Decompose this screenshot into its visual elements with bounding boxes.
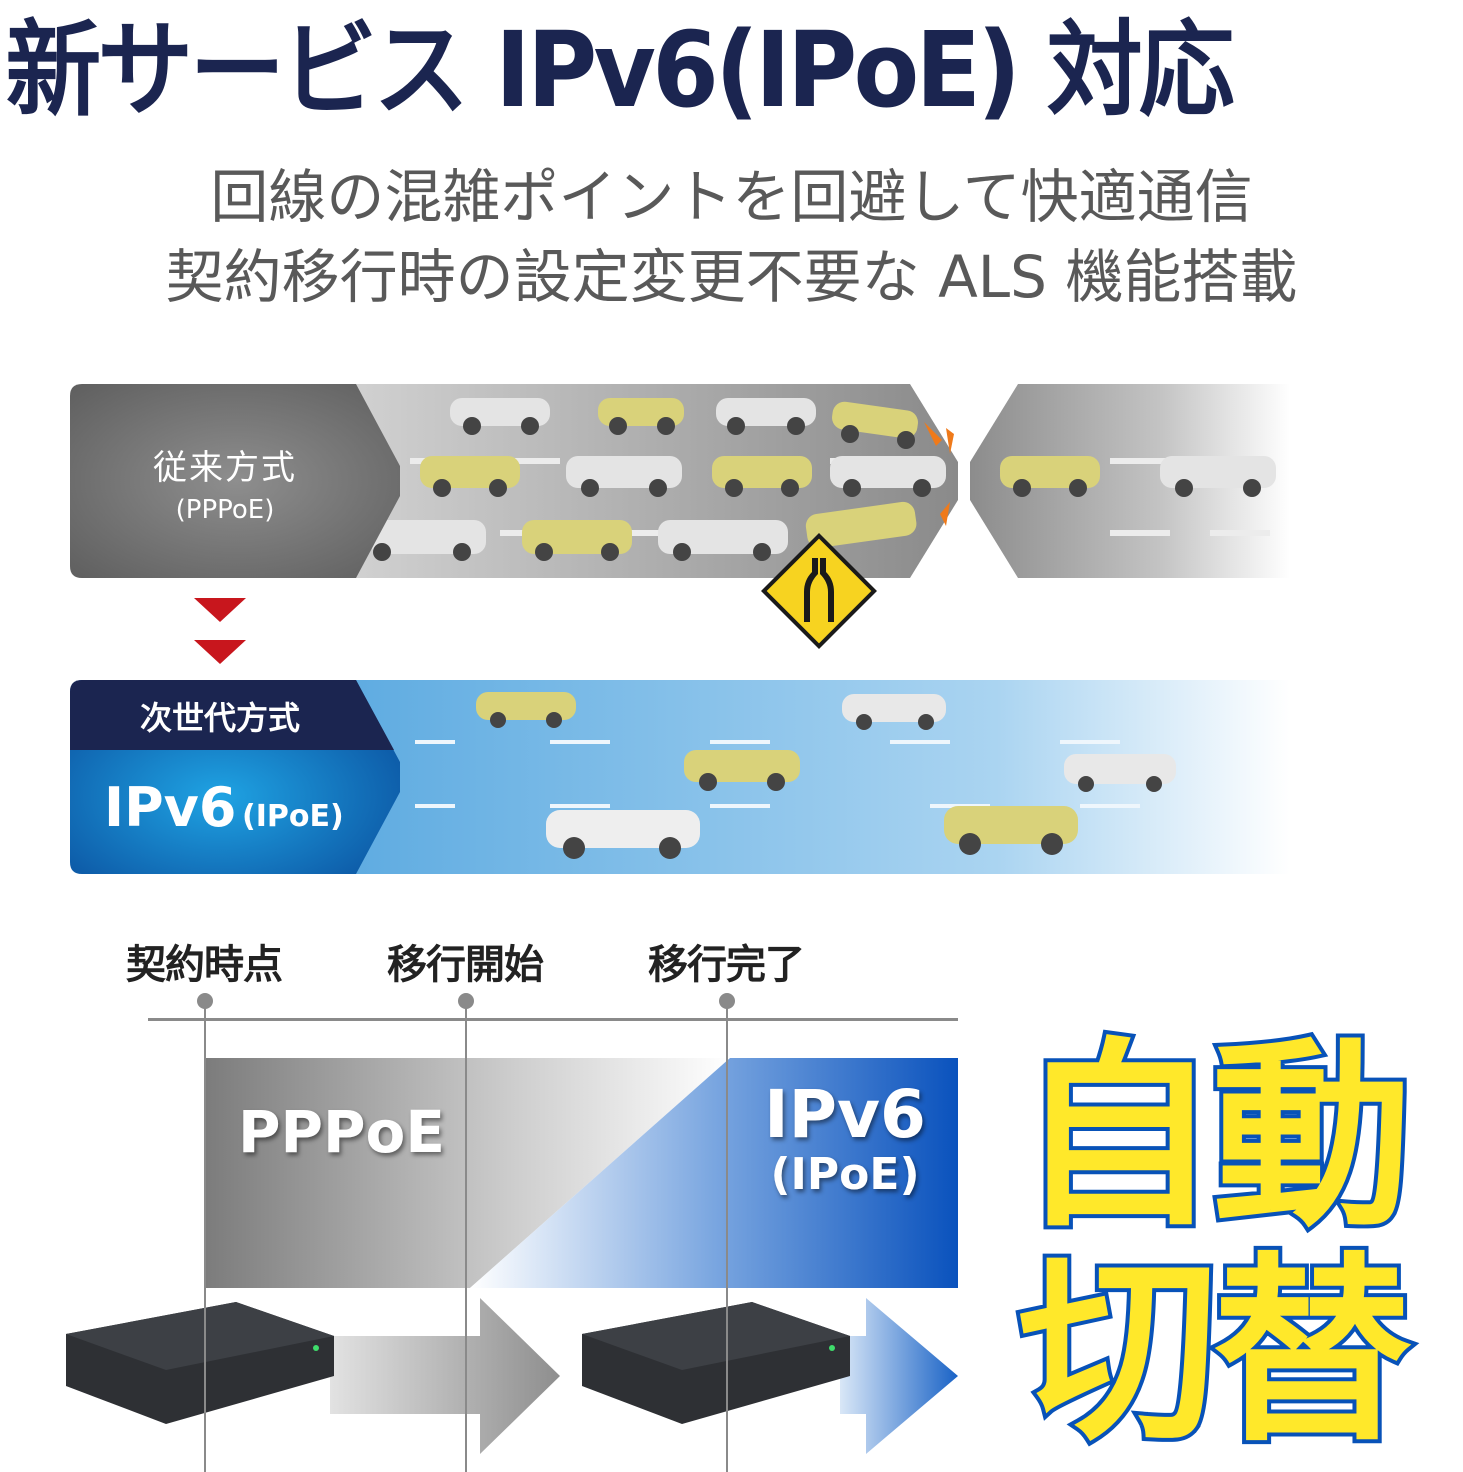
legacy-title: 従来方式 [153,448,297,488]
legacy-road-illustration [310,384,1290,578]
timeline-marker-line [204,1000,206,1472]
subheadline-2: 契約移行時の設定変更不要な ALS 機能搭載 [165,243,1298,311]
ipv6-main: IPv6 [764,1076,926,1153]
legacy-subtitle: (PPPoE) [175,495,275,525]
timeline-dot [458,993,474,1009]
down-arrow-icon [194,640,246,664]
next-gen-paren: (IPoE) [242,799,344,834]
legacy-label: 従来方式 (PPPoE) [70,440,380,525]
next-gen-title: 次世代方式 [139,699,300,737]
legacy-label-panel [70,384,400,578]
next-gen-main: IPv6 [104,776,237,839]
ipv6-label: IPv6 (IPoE) [740,1080,950,1200]
ipv6-road-illustration [310,680,1290,874]
auto-switch-line-2: 切替 [1014,1236,1416,1469]
migration-diagram [66,1058,958,1454]
headline: 新サービス IPv6(IPoE) 対応 [5,9,1235,131]
subheadline-1: 回線の混雑ポイントを回避して快適通信 [210,163,1253,231]
migration-arrow-blue [840,1298,958,1454]
pppoe-band [206,1058,730,1288]
pppoe-label: PPPoE [238,1098,445,1166]
ipoe-paren: (IPoE) [770,1149,920,1200]
down-arrow-icon [194,598,246,622]
timeline-label-contract: 契約時点 [126,942,283,988]
router-icon [66,1302,334,1424]
router-icon [582,1302,850,1424]
timeline-label-migration-complete: 移行完了 [648,942,805,988]
auto-switch-badge: 自動 切替 [962,1021,1462,1469]
ipv6-band [470,1058,958,1288]
road-narrows-sign-icon [761,533,877,649]
legacy-road-right [970,384,1290,578]
ipv6-label-panel [70,680,400,874]
timeline-dot [197,993,213,1009]
next-gen-label: IPv6 (IPoE) [104,776,344,839]
migration-arrow-gray [330,1298,560,1454]
car-icon [476,692,1176,859]
timeline-axis [148,1018,958,1021]
timeline-marker-line [465,1000,467,1472]
timeline-dot [719,993,735,1009]
auto-switch-line-1: 自動 [1014,1021,1416,1254]
timeline-label-migration-start: 移行開始 [387,942,544,988]
car-icon [370,398,1276,561]
timeline-marker-line [726,1000,728,1472]
